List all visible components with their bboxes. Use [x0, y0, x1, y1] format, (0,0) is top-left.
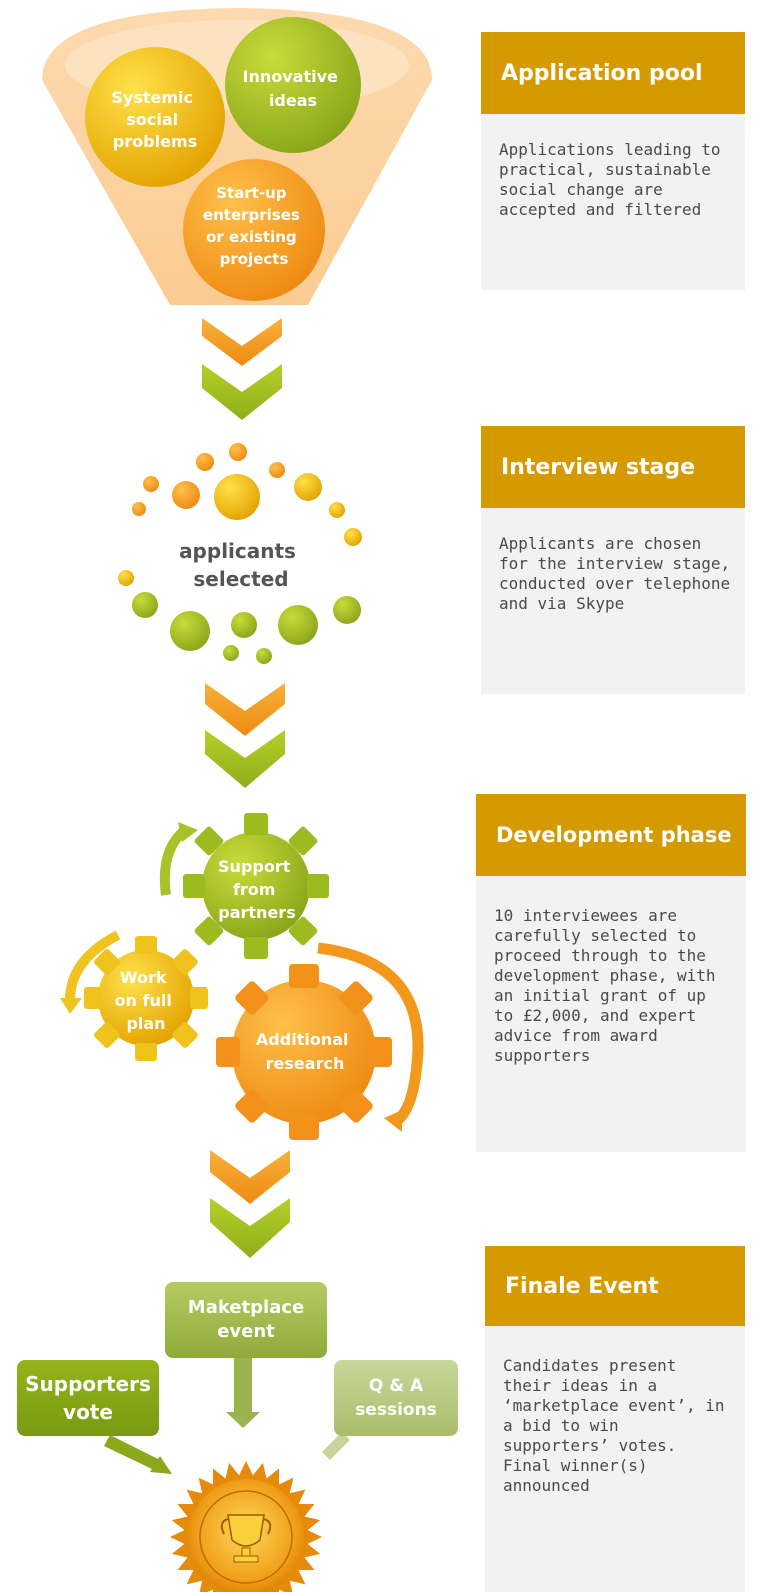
circle-ideas-text: Innovative ideas [243, 67, 344, 110]
panel-body-application-pool: Applications leading to practical, susta… [481, 114, 745, 290]
circle-problems-text: Systemic social problems [111, 88, 198, 151]
funnel-circle-ideas: Innovative ideas [225, 17, 361, 153]
panel-body-text: Candidates present their ideas in a ‘mar… [503, 1356, 725, 1495]
panel-body-finale-event: Candidates present their ideas in a ‘mar… [485, 1326, 745, 1592]
gear-work-text: Work on full plan [115, 968, 178, 1033]
panel-body-text: Applicants are chosen for the interview … [499, 534, 731, 613]
finale-arrows [104, 1357, 350, 1474]
applicants-text: applicants selected [179, 539, 303, 591]
gear-support-text: Support from partners [218, 857, 296, 922]
marketplace-line1: Maketplace [187, 1297, 305, 1318]
panel-title-application-pool: Application pool [481, 32, 745, 114]
supporters-line1: Supporters [25, 1372, 151, 1396]
marketplace-event-box: Maketplace event [165, 1282, 327, 1358]
panel-body-text: 10 interviewees are carefully selected t… [494, 906, 716, 1065]
chevrons-1 [202, 318, 282, 420]
chevrons-2 [205, 683, 285, 788]
qa-line2: sessions [355, 1400, 437, 1420]
chevron-down-icon [202, 318, 282, 366]
circle-enterprises-text: Start-up enterprises or existing project… [203, 184, 305, 268]
chevron-down-icon [205, 730, 285, 788]
panel-title-text: Development phase [496, 823, 732, 847]
gear-research-text: Additional research [256, 1030, 354, 1073]
panel-title-finale-event: Finale Event [485, 1246, 745, 1326]
panel-title-development-phase: Development phase [476, 794, 746, 876]
chevrons-3 [210, 1150, 290, 1258]
qa-line1: Q & A [368, 1376, 424, 1396]
winner-seal [170, 1461, 322, 1592]
supporters-line2: vote [63, 1400, 113, 1424]
panel-body-development-phase: 10 interviewees are carefully selected t… [476, 876, 746, 1152]
panel-title-text: Application pool [501, 60, 703, 86]
gear-support: Support from partners [183, 813, 329, 959]
panel-title-interview-stage: Interview stage [481, 426, 745, 508]
cycle-arrows [60, 822, 424, 1132]
panel-body-interview-stage: Applicants are chosen for the interview … [481, 508, 745, 694]
funnel-circle-enterprises: Start-up enterprises or existing project… [183, 159, 325, 301]
marketplace-line2: event [217, 1321, 275, 1342]
chevron-down-icon [205, 683, 285, 736]
panel-title-text: Interview stage [501, 454, 696, 480]
applicants-dots [118, 443, 362, 664]
panel-title-text: Finale Event [505, 1273, 659, 1299]
qa-sessions-box: Q & A sessions [334, 1360, 458, 1436]
trophy-icon [220, 1514, 272, 1563]
panel-body-text: Applications leading to practical, susta… [499, 140, 721, 219]
chevron-down-icon [202, 364, 282, 420]
funnel-circle-problems: Systemic social problems [85, 47, 225, 187]
supporters-vote-box: Supporters vote [17, 1360, 159, 1436]
gear-research: Additional research [216, 964, 392, 1140]
chevron-down-icon [210, 1198, 290, 1258]
gear-work: Work on full plan [84, 936, 208, 1061]
chevron-down-icon [210, 1150, 290, 1204]
